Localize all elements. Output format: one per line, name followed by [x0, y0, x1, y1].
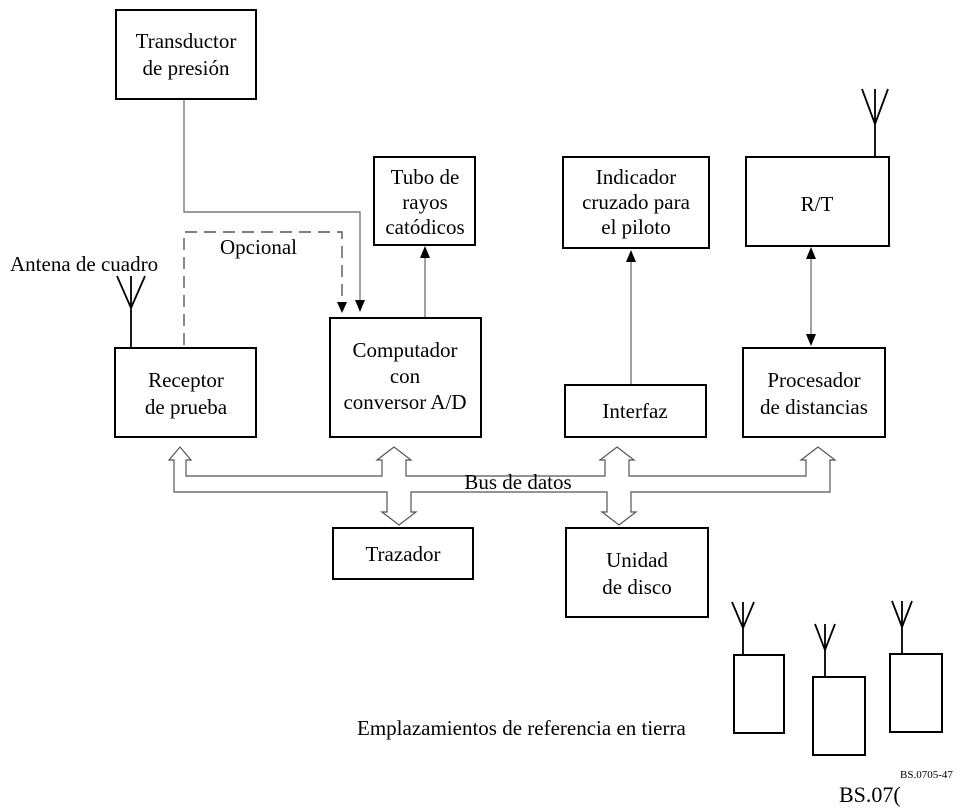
computer-block: Computador con conversor A/D — [329, 317, 482, 438]
pilot-indicator-block: Indicador cruzado para el piloto — [562, 156, 710, 249]
distance-processor-label-2: de distancias — [760, 395, 868, 419]
crt-arrowhead — [420, 246, 430, 258]
optional-dashed-line — [183, 231, 343, 345]
crt-label-2: rayos — [402, 190, 448, 214]
disk-unit-label-1: Unidad — [606, 548, 668, 572]
processor-arrowhead-down — [806, 334, 816, 346]
figure-reference: BS.07( — [839, 782, 901, 807]
indicator-arrowhead — [626, 250, 636, 262]
pilot-indicator-label-2: cruzado para — [582, 190, 691, 214]
test-receiver-label-2: de prueba — [145, 395, 228, 419]
pressure-signal-line — [183, 100, 361, 300]
test-receiver-block: Receptor de prueba — [114, 347, 257, 438]
disk-unit-block: Unidad de disco — [565, 527, 709, 618]
pressure-transducer-block: Transductor de presión — [115, 9, 257, 100]
pilot-indicator-label-3: el piloto — [601, 215, 670, 239]
loop-antenna-icon — [116, 275, 146, 348]
ground-site-3 — [889, 600, 943, 733]
data-bus-label: Bus de datos — [464, 470, 571, 494]
interface-block: Interfaz — [564, 384, 707, 438]
computer-label-2: con — [390, 364, 421, 388]
figure-code: BS.0705-47 — [900, 769, 953, 781]
crt-label-1: Tubo de — [391, 165, 460, 189]
pilot-indicator-label-1: Indicador — [596, 165, 676, 189]
optional-arrowhead — [337, 302, 347, 313]
ground-sites-label: Emplazamientos de referencia en tierra — [357, 716, 686, 740]
rt-antenna-icon — [861, 88, 889, 157]
crt-block: Tubo de rayos catódicos — [373, 156, 476, 246]
plotter-label: Trazador — [365, 542, 440, 566]
ground-site-1-antenna-icon — [731, 601, 755, 655]
interface-label: Interfaz — [602, 399, 667, 423]
test-receiver-label-1: Receptor — [148, 368, 224, 392]
loop-antenna-label: Antena de cuadro — [10, 252, 158, 276]
distance-processor-label-1: Procesador — [767, 368, 860, 392]
pressure-transducer-label-2: de presión — [143, 56, 230, 80]
optional-label: Opcional — [220, 235, 297, 259]
disk-unit-label-2: de disco — [602, 575, 671, 599]
pressure-transducer-label-1: Transductor — [136, 29, 237, 53]
data-bus — [167, 446, 837, 526]
pressure-arrowhead — [355, 300, 365, 312]
distance-processor-block: Procesador de distancias — [742, 347, 886, 438]
crt-label-3: catódicos — [385, 215, 464, 239]
plotter-block: Trazador — [332, 527, 474, 580]
ground-site-2 — [812, 623, 866, 756]
computer-label-1: Computador — [353, 338, 458, 362]
computer-label-3: conversor A/D — [343, 390, 466, 414]
ground-site-1 — [731, 601, 785, 734]
rt-arrowhead-up — [806, 247, 816, 259]
ground-site-2-antenna-icon — [814, 623, 836, 677]
rt-block: R/T — [745, 156, 890, 247]
rt-label: R/T — [801, 192, 834, 216]
ground-site-3-antenna-icon — [891, 600, 913, 654]
